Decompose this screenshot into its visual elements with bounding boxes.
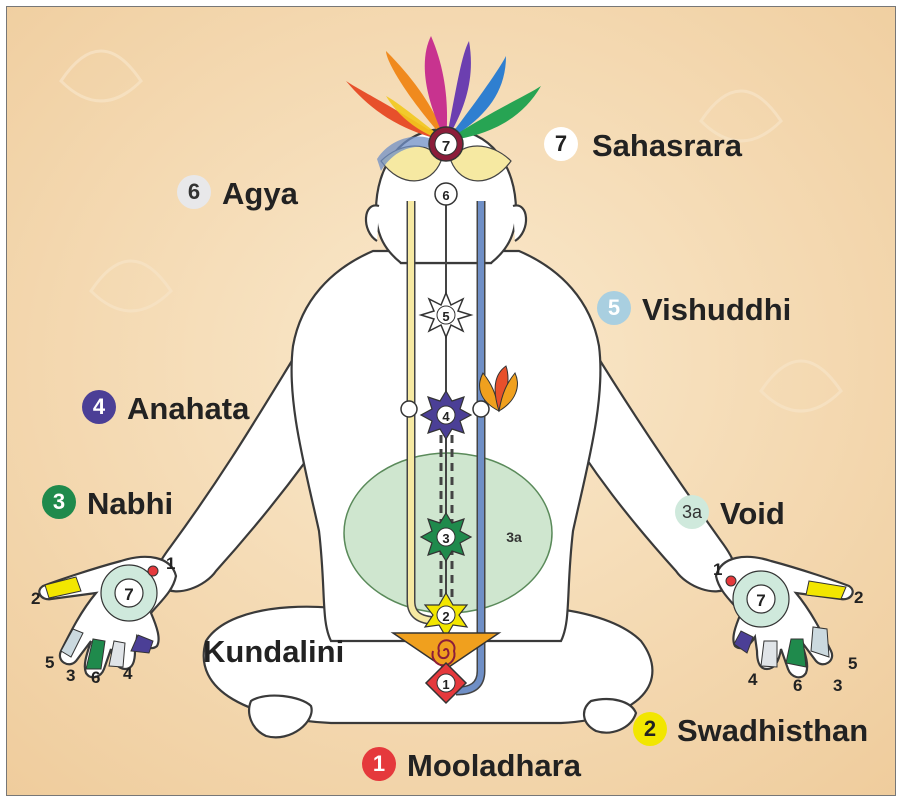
anahata-badge: 4 — [82, 390, 116, 424]
sahasrara-badge: 7 — [544, 127, 578, 161]
right-thumb-num: 2 — [854, 588, 863, 607]
nabhi-badge: 3 — [42, 485, 76, 519]
swadhisthan-badge: 2 — [633, 712, 667, 746]
diagram-frame: 7 6 5 4 3 3a — [6, 6, 896, 796]
left-palm-num: 7 — [124, 585, 133, 604]
sahasrara-label: Sahasrara — [592, 130, 742, 161]
sahasrara-marker-num: 7 — [442, 138, 450, 155]
vishuddhi-label: Vishuddhi — [642, 294, 791, 325]
swadhisthan-label: Swadhisthan — [677, 715, 868, 746]
mooladhara-marker-num: 1 — [442, 677, 449, 692]
right-finger-4: 3 — [833, 676, 842, 695]
right-heart-dot — [473, 401, 489, 417]
void-badge: 3a — [675, 495, 709, 529]
right-palm-num: 7 — [756, 591, 765, 610]
agya-marker-num: 6 — [442, 188, 449, 203]
left-dot-num: 1 — [166, 554, 175, 573]
agya-label: Agya — [222, 178, 298, 209]
nabhi-label: Nabhi — [87, 488, 173, 519]
nabhi-marker-num: 3 — [442, 531, 449, 546]
left-finger-1: 5 — [45, 653, 54, 672]
right-finger-3: 5 — [848, 654, 857, 673]
left-finger-4: 4 — [123, 664, 133, 683]
left-thumb-num: 2 — [31, 589, 40, 608]
agya-badge: 6 — [177, 175, 211, 209]
right-finger-1: 4 — [748, 670, 758, 689]
left-finger-3: 6 — [91, 668, 100, 687]
anahata-label: Anahata — [127, 393, 249, 424]
kundalini-label: Kundalini — [203, 636, 344, 667]
vishuddhi-badge: 5 — [597, 291, 631, 325]
left-heart-dot — [401, 401, 417, 417]
left-finger-2: 3 — [66, 666, 75, 685]
void-label: Void — [720, 498, 785, 529]
right-finger-2: 6 — [793, 676, 802, 695]
void-marker-text: 3a — [506, 529, 522, 545]
vishuddhi-marker-num: 5 — [442, 309, 449, 324]
mooladhara-badge: 1 — [362, 747, 396, 781]
swadhisthan-marker-num: 2 — [442, 609, 449, 624]
mooladhara-label: Mooladhara — [407, 750, 581, 781]
anahata-marker-num: 4 — [442, 409, 450, 424]
right-dot-num: 1 — [713, 560, 722, 579]
